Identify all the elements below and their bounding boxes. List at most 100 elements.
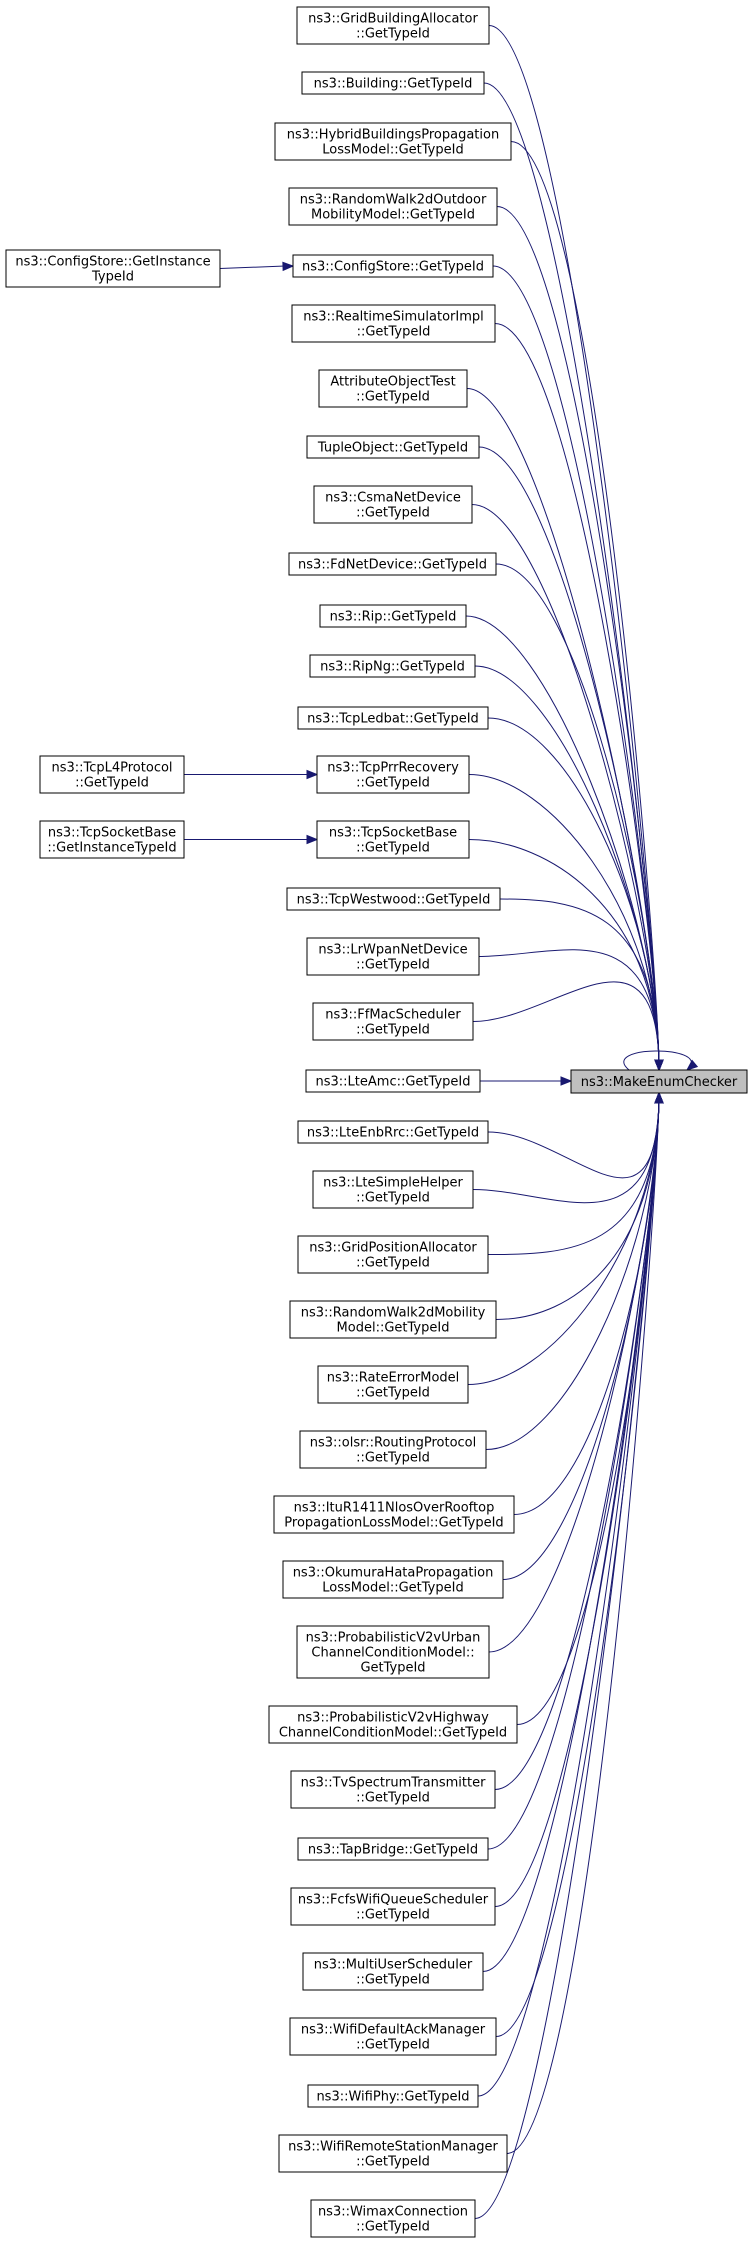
function-node[interactable]: ns3::RipNg::GetTypeId (309, 654, 476, 678)
node-label: ns3::WimaxConnection (318, 2205, 468, 2220)
call-edge (487, 1101, 660, 1255)
function-node[interactable]: ns3::ProbabilisticV2vHighwayChannelCondi… (268, 1705, 518, 1744)
function-node[interactable]: ns3::WifiDefaultAckManager::GetTypeId (289, 2017, 497, 2056)
node-box (273, 1495, 515, 1534)
call-nodes: ns3::GridBuildingAllocator::GetTypeIdns3… (5, 6, 748, 2238)
node-box (316, 820, 470, 859)
node-box (312, 1170, 474, 1209)
arrowhead (654, 1091, 664, 1104)
call-edge (495, 563, 660, 1062)
node-label: ns3::ConfigStore::GetTypeId (302, 260, 484, 275)
function-node[interactable]: ns3::CsmaNetDevice::GetTypeId (313, 485, 473, 524)
function-node[interactable]: ns3::RealtimeSimulatorImpl::GetTypeId (291, 304, 496, 343)
function-node[interactable]: ns3::RateErrorModel::GetTypeId (317, 1365, 469, 1404)
function-node[interactable]: ns3::ConfigStore::GetTypeId (292, 254, 494, 278)
node-box (319, 604, 467, 628)
node-box (297, 1235, 489, 1274)
node-label: ns3::CsmaNetDevice (325, 491, 461, 506)
function-node[interactable]: ns3::OkumuraHataPropagationLossModel::Ge… (282, 1560, 504, 1599)
function-node[interactable]: ns3::GridPositionAllocator::GetTypeId (297, 1235, 489, 1274)
function-node[interactable]: ns3::LteEnbRrc::GetTypeId (297, 1120, 489, 1144)
node-label: ::GetTypeId (356, 776, 430, 791)
node-label: TypeId (91, 270, 134, 285)
focus-node[interactable]: ns3::MakeEnumChecker (570, 1069, 748, 1094)
function-node[interactable]: ns3::TcpLedbat::GetTypeId (297, 706, 489, 730)
node-box (274, 122, 512, 161)
function-node[interactable]: AttributeObjectTest::GetTypeId (318, 369, 468, 408)
node-label: ::GetTypeId (356, 1791, 430, 1806)
node-box (268, 1705, 518, 1744)
node-box (291, 304, 496, 343)
node-label: AttributeObjectTest (330, 375, 455, 390)
function-node[interactable]: ns3::TapBridge::GetTypeId (297, 1837, 489, 1861)
function-node[interactable]: ns3::FfMacScheduler::GetTypeId (312, 1002, 474, 1041)
node-box (288, 187, 498, 226)
function-node[interactable]: ns3::FcfsWifiQueueScheduler::GetTypeId (290, 1887, 496, 1926)
node-box (317, 1365, 469, 1404)
node-label: ns3::RandomWalk2dOutdoor (300, 193, 487, 208)
function-node[interactable]: ns3::RandomWalk2dOutdoorMobilityModel::G… (288, 187, 498, 226)
function-node[interactable]: ns3::TcpL4Protocol::GetTypeId (39, 755, 185, 794)
function-node[interactable]: ns3::WifiPhy::GetTypeId (307, 2084, 479, 2108)
function-node[interactable]: ns3::TcpSocketBase::GetInstanceTypeId (39, 820, 185, 859)
function-node[interactable]: ns3::FdNetDevice::GetTypeId (288, 552, 497, 576)
function-node[interactable]: ns3::olsr::RoutingProtocol::GetTypeId (299, 1430, 487, 1469)
node-box (316, 755, 470, 794)
function-node[interactable]: ns3::TvSpectrumTransmitter::GetTypeId (290, 1770, 496, 1809)
call-edge (488, 1101, 660, 1653)
function-node[interactable]: ns3::ConfigStore::GetInstanceTypeId (5, 249, 221, 288)
node-box (306, 937, 480, 976)
call-edge (488, 25, 660, 1062)
node-box (307, 2084, 479, 2108)
call-edge (494, 323, 660, 1062)
node-label: ::GetTypeId (356, 1191, 430, 1206)
function-node[interactable]: ns3::HybridBuildingsPropagationLossModel… (274, 122, 512, 161)
node-label: ns3::ProbabilisticV2vUrban (306, 1631, 481, 1646)
node-label: ::GetTypeId (356, 841, 430, 856)
node-label: ns3::GridBuildingAllocator (308, 12, 478, 27)
call-edge (510, 141, 660, 1062)
node-box (282, 1560, 504, 1599)
function-node[interactable]: TupleObject::GetTypeId (306, 435, 480, 459)
call-edge (472, 1101, 660, 1204)
node-label: ns3::olsr::RoutingProtocol (310, 1436, 477, 1451)
node-label: LossModel::GetTypeId (322, 143, 463, 158)
function-node[interactable]: ns3::ItuR1411NlosOverRooftopPropagationL… (273, 1495, 515, 1534)
function-node[interactable]: ns3::LrWpanNetDevice::GetTypeId (306, 937, 480, 976)
node-box (39, 755, 185, 794)
node-label: ns3::OkumuraHataPropagation (293, 1566, 494, 1581)
node-box (290, 1770, 496, 1809)
function-node[interactable]: ns3::Rip::GetTypeId (319, 604, 467, 628)
function-node[interactable]: ns3::TcpWestwood::GetTypeId (286, 887, 501, 911)
node-label: MobilityModel::GetTypeId (311, 208, 475, 223)
function-node[interactable]: ns3::TcpSocketBase::GetTypeId (316, 820, 470, 859)
call-edge (219, 265, 286, 269)
call-edge (496, 206, 660, 1062)
node-label: ns3::FfMacScheduler (325, 1008, 461, 1023)
function-node[interactable]: ns3::MultiUserScheduler::GetTypeId (302, 1952, 484, 1991)
node-box (305, 1069, 481, 1093)
node-box (286, 887, 501, 911)
node-box (306, 435, 480, 459)
function-node[interactable]: ns3::ProbabilisticV2vUrbanChannelConditi… (296, 1625, 490, 1679)
function-node[interactable]: ns3::Building::GetTypeId (301, 71, 485, 95)
function-node[interactable]: ns3::GridBuildingAllocator::GetTypeId (296, 6, 490, 45)
function-node[interactable]: ns3::WifiRemoteStationManager::GetTypeId (278, 2134, 508, 2173)
function-node[interactable]: ns3::LteSimpleHelper::GetTypeId (312, 1170, 474, 1209)
call-edge (472, 981, 660, 1062)
node-box (318, 369, 468, 408)
node-label: ::GetTypeId (356, 958, 430, 973)
node-label: ::GetTypeId (356, 2038, 430, 2053)
node-label: ns3::LteAmc::GetTypeId (316, 1075, 471, 1090)
function-node[interactable]: ns3::RandomWalk2dMobilityModel::GetTypeI… (289, 1300, 497, 1339)
node-label: ns3::RandomWalk2dMobility (301, 1306, 486, 1321)
node-label: Model::GetTypeId (337, 1321, 450, 1336)
function-node[interactable]: ns3::LteAmc::GetTypeId (305, 1069, 481, 1093)
arrowhead (685, 1059, 699, 1071)
function-node[interactable]: ns3::TcpPrrRecovery::GetTypeId (316, 755, 470, 794)
call-edge (477, 1101, 660, 2097)
function-node[interactable]: ns3::WimaxConnection::GetTypeId (310, 2199, 476, 2238)
node-label: ::GetTypeId (356, 1908, 430, 1923)
node-label: ChannelConditionModel:: (311, 1646, 474, 1661)
